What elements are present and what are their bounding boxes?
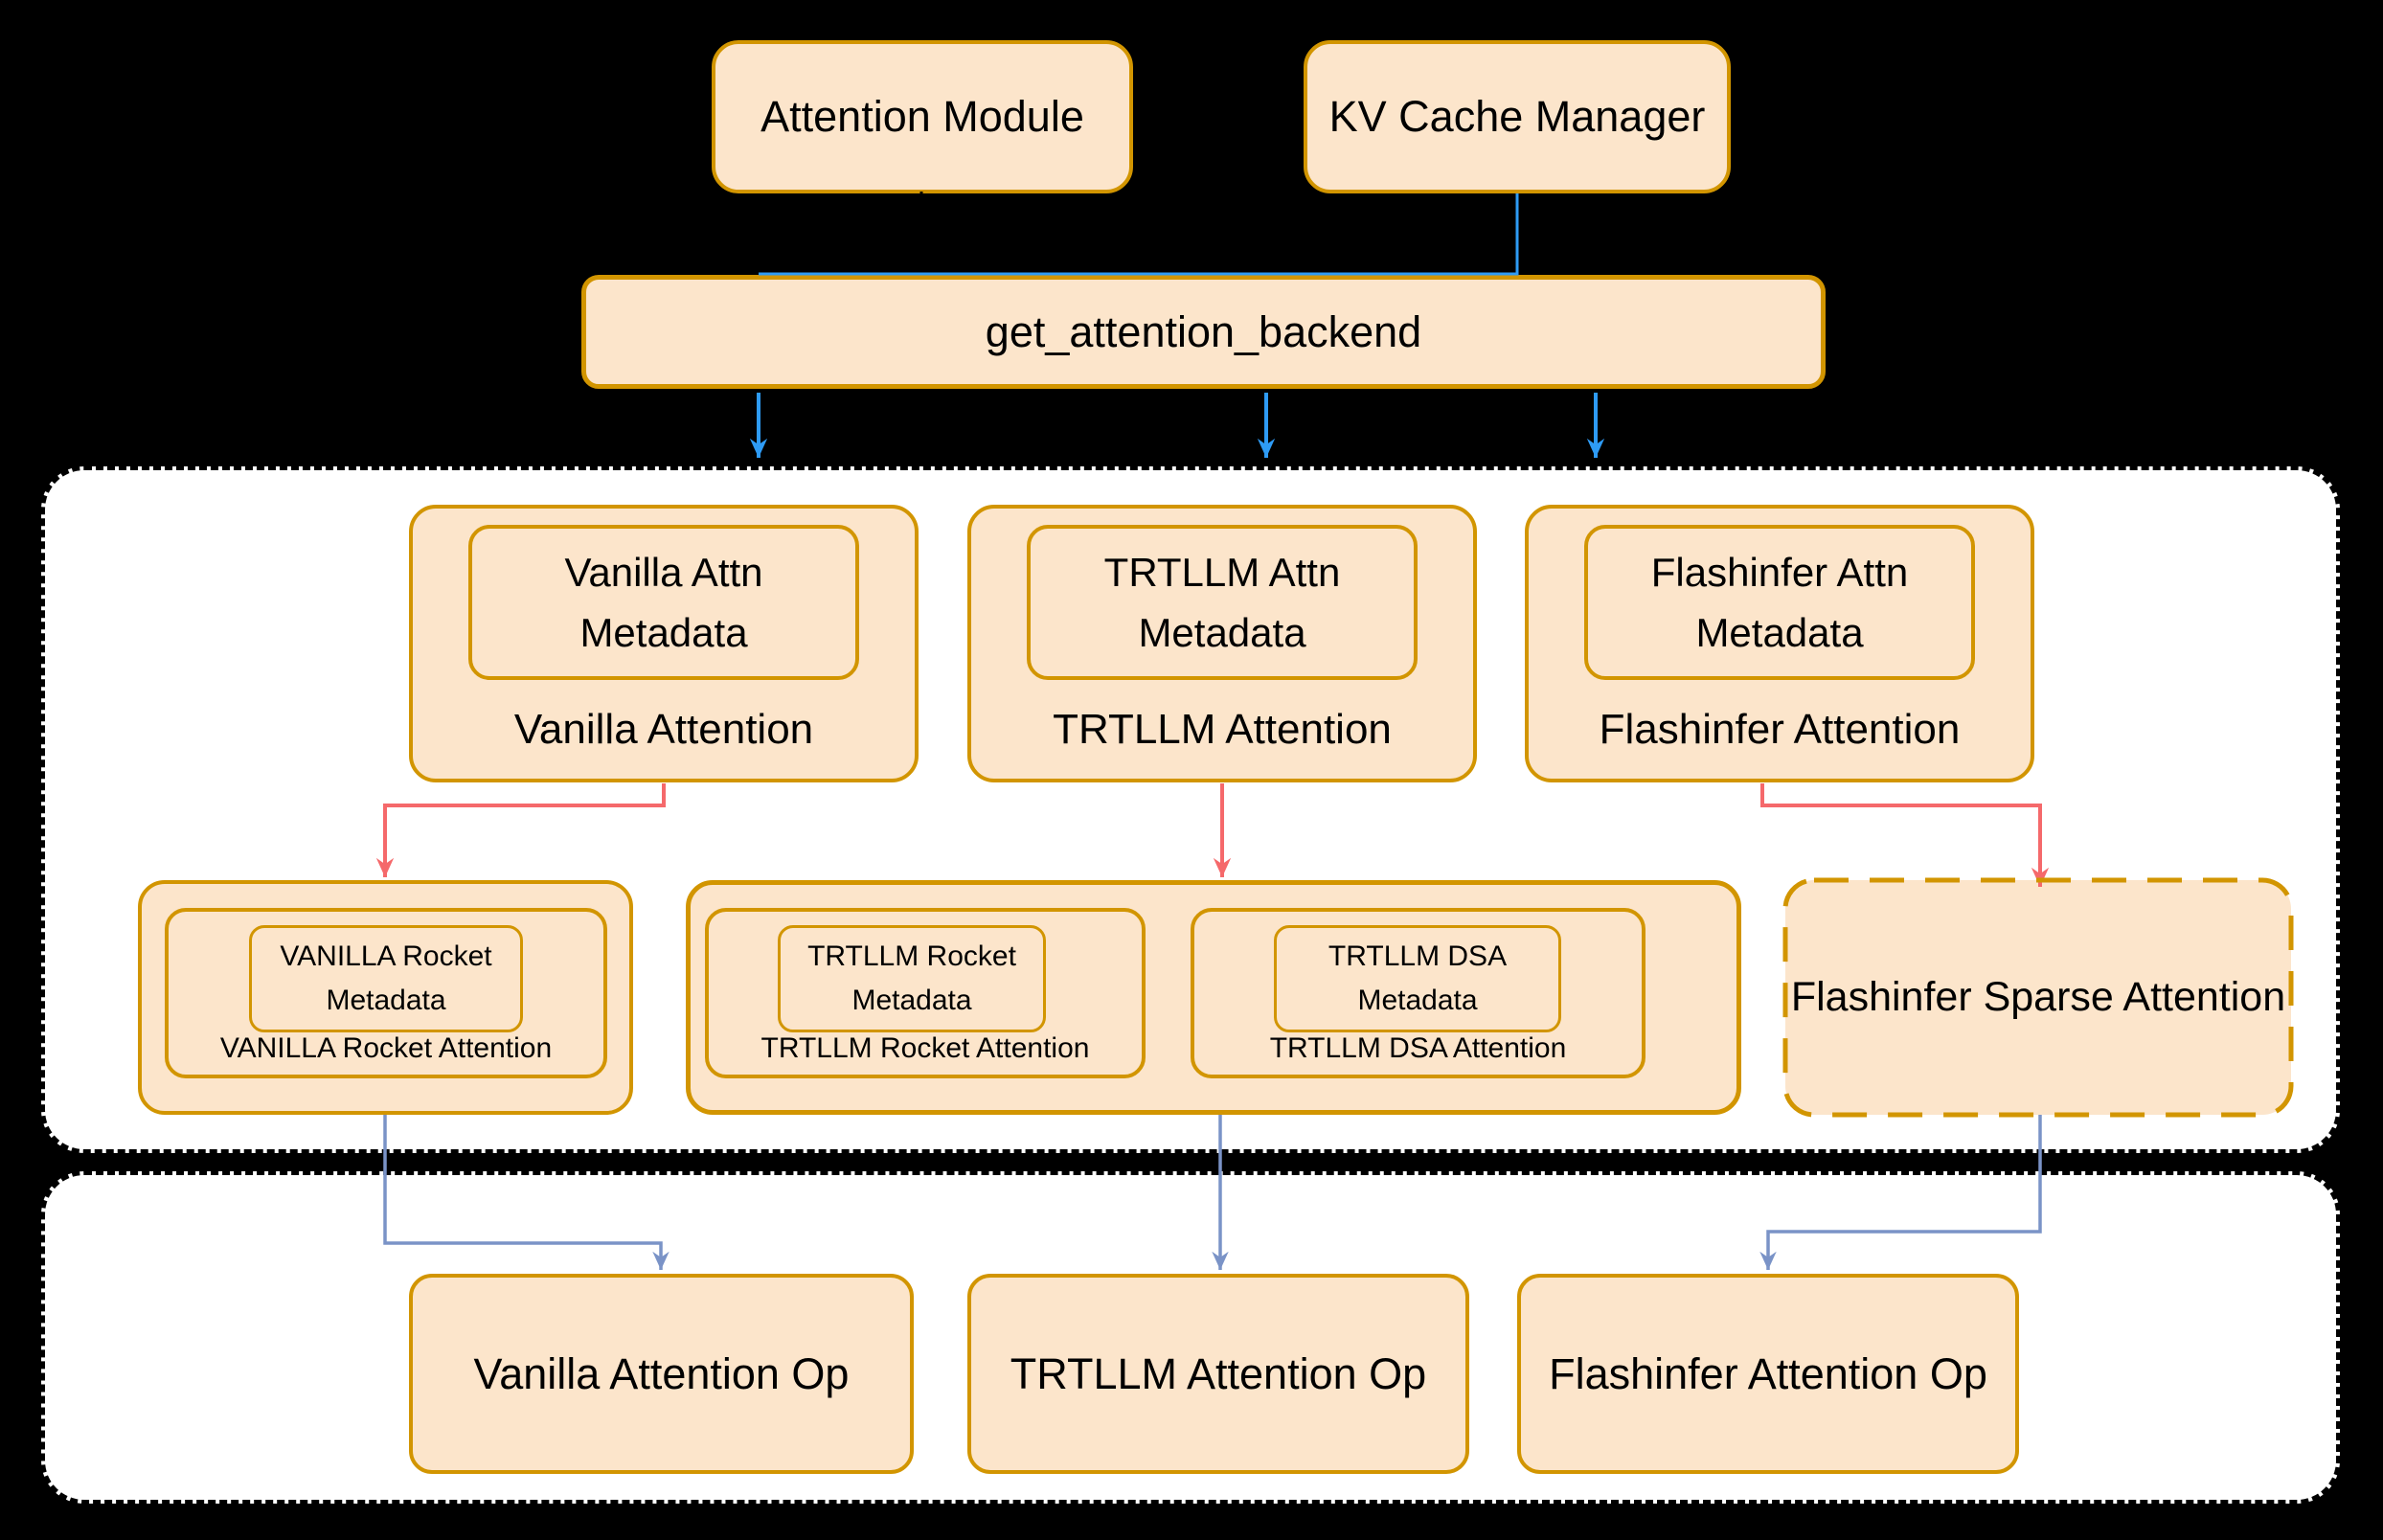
trtllm-attention-label: TRTLLM Attention: [1053, 706, 1392, 753]
trtllm-dsa-metadata-node: TRTLLM DSA Metadata: [1274, 925, 1561, 1032]
vanilla-attention-label: Vanilla Attention: [513, 706, 814, 753]
get-attention-backend-node: get_attention_backend: [581, 275, 1826, 389]
flashinfer-sparse-attention-label: Flashinfer Sparse Attention: [1790, 974, 2286, 1020]
trtllm-attn-metadata-line1: TRTLLM Attn: [1103, 550, 1341, 595]
trtllm-rocket-metadata-node: TRTLLM Rocket Metadata: [778, 925, 1046, 1032]
trtllm-dsa-attention-label: TRTLLM DSA Attention: [1269, 1032, 1567, 1064]
vanilla-attn-metadata-line2: Metadata: [579, 610, 748, 655]
trtllm-attn-metadata-line2: Metadata: [1138, 610, 1306, 655]
flashinfer-attention-op-label: Flashinfer Attention Op: [1549, 1348, 1987, 1398]
trtllm-rocket-metadata-line2: Metadata: [851, 985, 972, 1017]
edge-kv-cache-manager-to-get-backend: [759, 193, 1519, 276]
flashinfer-attn-metadata-node: Flashinfer Attn Metadata: [1584, 525, 1975, 680]
vanilla-rocket-metadata-line2: Metadata: [326, 985, 446, 1017]
vanilla-attention-op-node: Vanilla Attention Op: [409, 1274, 914, 1474]
trtllm-rocket-metadata-line1: TRTLLM Rocket: [807, 940, 1016, 972]
attention-module-node: Attention Module: [712, 40, 1133, 193]
vanilla-attention-op-label: Vanilla Attention Op: [473, 1348, 850, 1398]
flashinfer-sparse-attention-node: Flashinfer Sparse Attention: [1785, 880, 2291, 1115]
attention-module-label: Attention Module: [760, 92, 1084, 141]
vanilla-rocket-metadata-line1: VANILLA Rocket: [280, 940, 492, 972]
trtllm-rocket-attention-label: TRTLLM Rocket Attention: [760, 1032, 1090, 1064]
vanilla-rocket-metadata-node: VANILLA Rocket Metadata: [249, 925, 523, 1032]
trtllm-dsa-metadata-line2: Metadata: [1357, 985, 1478, 1017]
vanilla-attn-metadata-line1: Vanilla Attn: [564, 550, 763, 595]
kv-cache-manager-label: KV Cache Manager: [1328, 92, 1706, 141]
trtllm-attention-op-label: TRTLLM Attention Op: [1010, 1348, 1427, 1398]
vanilla-rocket-attention-label: VANILLA Rocket Attention: [219, 1032, 553, 1064]
flashinfer-attn-metadata-line1: Flashinfer Attn: [1650, 550, 1909, 595]
kv-cache-manager-node: KV Cache Manager: [1304, 40, 1731, 193]
get-attention-backend-label: get_attention_backend: [985, 306, 1422, 356]
flashinfer-attention-label: Flashinfer Attention: [1599, 706, 1961, 753]
flashinfer-attn-metadata-line2: Metadata: [1695, 610, 1864, 655]
trtllm-attention-op-node: TRTLLM Attention Op: [967, 1274, 1469, 1474]
trtllm-dsa-metadata-line1: TRTLLM DSA: [1328, 940, 1508, 972]
flashinfer-attention-op-node: Flashinfer Attention Op: [1517, 1274, 2019, 1474]
trtllm-attn-metadata-node: TRTLLM Attn Metadata: [1027, 525, 1418, 680]
vanilla-attn-metadata-node: Vanilla Attn Metadata: [468, 525, 859, 680]
